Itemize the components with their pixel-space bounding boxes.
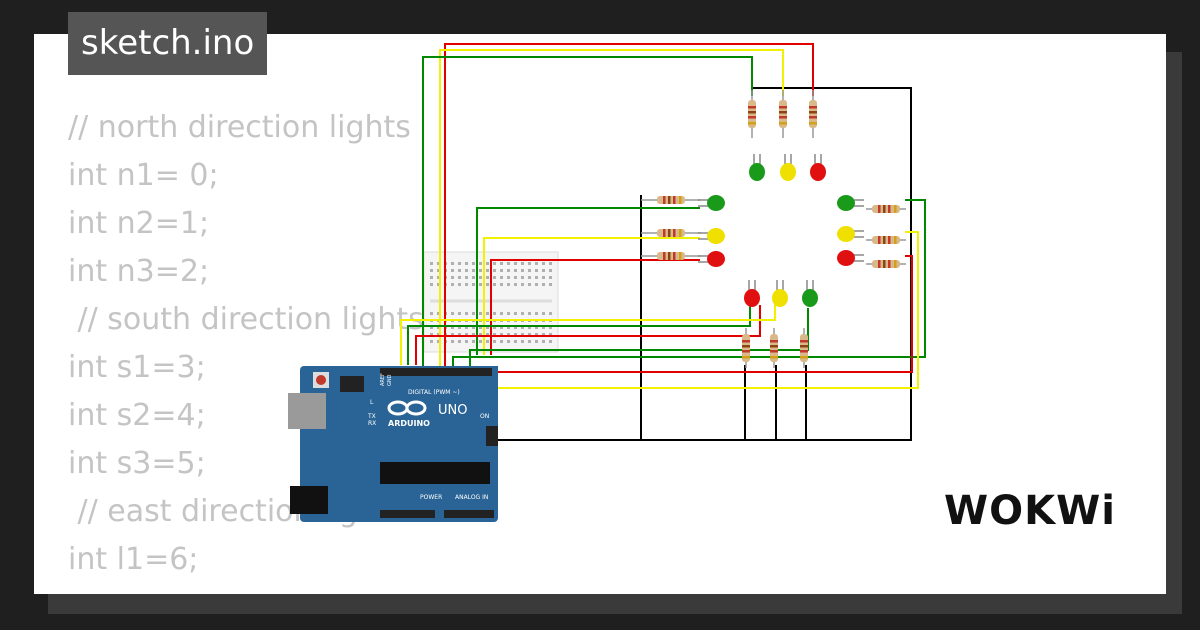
code-line: int s1=3; [68, 350, 206, 385]
resistor[interactable] [742, 328, 750, 368]
digital-header-icon [380, 368, 492, 376]
power-label: POWER [420, 494, 442, 501]
resistor[interactable] [641, 252, 701, 260]
wokwi-logo: WOKWi [944, 488, 1116, 534]
code-line: int n2=1; [68, 206, 210, 241]
gnd-label: GND [387, 374, 393, 386]
code-line: int s2=4; [68, 398, 206, 433]
resistor[interactable] [779, 90, 787, 138]
usb-port-icon [288, 393, 326, 429]
rx-label: RX [368, 420, 376, 427]
led[interactable] [810, 154, 826, 181]
resistor[interactable] [866, 205, 906, 213]
aref-label: AREF [380, 373, 386, 386]
resistor[interactable] [641, 229, 701, 237]
led[interactable] [698, 228, 725, 244]
code-line: int n1= 0; [68, 158, 219, 193]
code-line: int n3=2; [68, 254, 210, 289]
on-label: ON [480, 413, 489, 420]
resistor[interactable] [770, 328, 778, 368]
resistor[interactable] [748, 90, 756, 138]
preview-card: // north direction lights int n1= 0; int n… [34, 34, 1166, 594]
led[interactable] [802, 280, 818, 307]
file-tab-title[interactable]: sketch.ino [68, 12, 268, 75]
code-line: // south direction lights [68, 302, 424, 337]
power-jack-icon [290, 486, 328, 514]
resistor[interactable] [866, 236, 906, 244]
code-line: int s3=5; [68, 446, 206, 481]
led[interactable] [698, 195, 725, 211]
side-header-icon [486, 426, 498, 446]
board-brand: ARDUINO [388, 419, 430, 428]
resistor[interactable] [809, 90, 817, 138]
infinity-logo-icon [387, 400, 427, 416]
resistor[interactable] [866, 260, 906, 268]
digital-label: DIGITAL (PWM ~) [408, 389, 460, 396]
led[interactable] [749, 154, 765, 181]
analog-header-icon [444, 510, 494, 518]
led[interactable] [744, 280, 760, 307]
led[interactable] [837, 250, 864, 266]
icsp-header-icon [340, 376, 364, 392]
resistor[interactable] [641, 196, 701, 204]
signal-wires [400, 43, 926, 389]
led[interactable] [698, 251, 725, 267]
code-line: // north direction lights [68, 110, 411, 145]
code-line: int l1=6; [68, 542, 199, 577]
arduino-uno-board[interactable]: UNO ARDUINO DIGITAL (PWM ~) POWER ANALOG… [288, 366, 498, 522]
board-model: UNO [438, 403, 467, 418]
led[interactable] [837, 226, 864, 242]
code-line: int l2=7; [68, 584, 424, 594]
led[interactable] [837, 195, 864, 211]
analog-label: ANALOG IN [455, 494, 488, 501]
resistor[interactable] [800, 328, 808, 368]
tx-label: TX [367, 413, 376, 420]
led[interactable] [772, 280, 788, 307]
microcontroller-chip-icon [380, 462, 490, 484]
l-label: L [370, 399, 374, 406]
led[interactable] [780, 154, 796, 181]
power-header-icon [380, 510, 435, 518]
